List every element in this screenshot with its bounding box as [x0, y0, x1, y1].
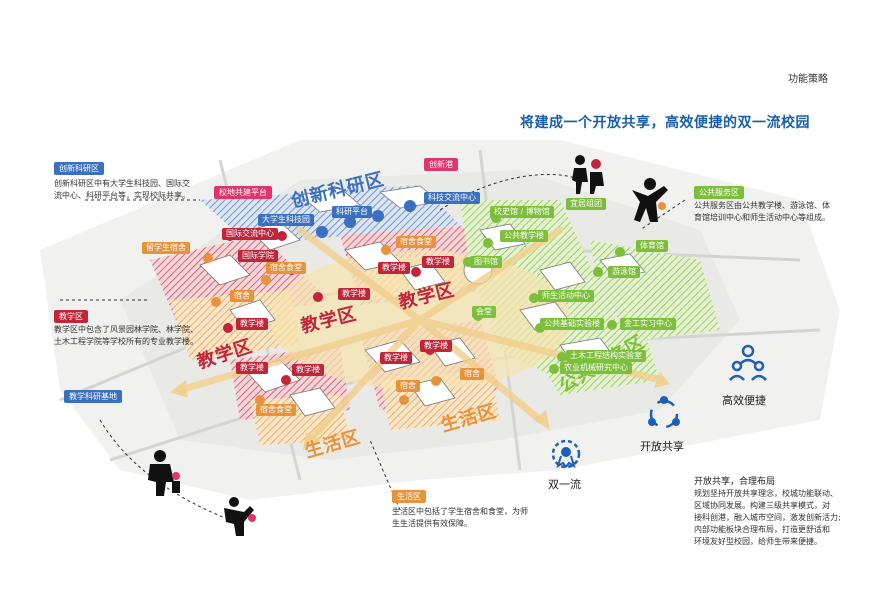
- building-label: 公共教学楼: [500, 230, 548, 242]
- people-icon: [572, 155, 604, 194]
- building-label: 国际交流中心: [222, 228, 278, 240]
- living-tag: 生活区: [392, 490, 426, 503]
- building-label: 校史馆 / 博物馆: [490, 206, 554, 218]
- building-label: 宜居组团: [566, 198, 606, 210]
- strategy-desc-line: 规划坚持开放共享理念，校城功能联动、: [694, 489, 838, 498]
- public-tag: 公共服务区: [694, 186, 744, 199]
- building-label: 教学楼: [378, 262, 410, 274]
- award-medal-icon: [551, 439, 581, 469]
- building-label: 师生活动中心: [538, 290, 594, 302]
- building-label: 农业机械研究中心: [560, 362, 632, 374]
- building-label: 国际学院: [238, 250, 278, 262]
- platform-tag: 校地共建平台: [214, 186, 272, 199]
- strategy-desc: 规划坚持开放共享理念，校城功能联动、 区域协同发展。构建三级共享模式，对 接科创…: [694, 488, 841, 548]
- innovation-tag: 创新科研区: [54, 162, 104, 175]
- building-label: 宿舍食堂: [266, 262, 306, 274]
- strategy-desc-line: 接科创港，融入城市空间，激发创新活力;: [694, 513, 841, 522]
- teaching-desc: 教学区中包含了风景园林学院、林学院、 土木工程学院等学校所有的专业教学楼。: [54, 324, 198, 348]
- open-share-label: 开放共享: [640, 440, 684, 453]
- building-label: 公共基础实验楼: [540, 318, 604, 330]
- building-label: 教学楼: [422, 256, 454, 268]
- building-label: 宿舍: [460, 368, 484, 380]
- page-headline: 将建成一个开放共享，高效便捷的双一流校园: [520, 115, 810, 131]
- building-label: 宿舍食堂: [396, 236, 436, 248]
- building-label: 科研平台: [332, 206, 372, 218]
- public-desc: 公共服务区由公共教学楼、游泳馆、体 育馆培训中心和师生活动中心等组成。: [694, 200, 830, 224]
- gate-tag: 创新港: [424, 158, 458, 171]
- strategy-desc-line: 环境友好型校园，给师生带来便捷。: [694, 537, 822, 546]
- innovation-desc-line: 流中心、科研平台等，实现校际共享。: [54, 191, 190, 200]
- public-desc-line: 育馆培训中心和师生活动中心等组成。: [694, 213, 830, 222]
- building-label: 教学楼: [380, 352, 412, 364]
- teaching-base-tag: 教学科研基地: [64, 390, 122, 403]
- teaching-tag: 教学区: [54, 310, 88, 323]
- first-class-label: 双一流: [548, 478, 581, 491]
- strategy-desc-line: 内部功能板块合理布局，打造更舒适和: [694, 525, 830, 534]
- building-label: 图书馆: [470, 256, 502, 268]
- building-label: 宿舍: [396, 380, 420, 392]
- teaching-desc-line: 土木工程学院等学校所有的专业教学楼。: [54, 337, 198, 346]
- building-label: 教学楼: [236, 362, 268, 374]
- building-label: 教学楼: [338, 288, 370, 300]
- public-desc-line: 公共服务区由公共教学楼、游泳馆、体: [694, 201, 830, 210]
- group-people-icon: [729, 344, 767, 381]
- living-desc-line: 生活区中包括了学生宿舍和食堂，为师: [392, 507, 528, 516]
- share-cycle-icon: [648, 396, 680, 429]
- strategy-title: 开放共享，合理布局: [694, 477, 776, 487]
- building-label: 宿舍: [230, 290, 254, 302]
- building-label: 宿舍食堂: [256, 404, 296, 416]
- building-label: 教学楼: [236, 318, 268, 330]
- building-label: 科技交流中心: [424, 192, 480, 204]
- section-label: 功能策略: [788, 74, 828, 85]
- innovation-desc: 创新科研区中有大学生科技园、国际交 流中心、科研平台等，实现校际共享。: [54, 178, 190, 202]
- people-icon: [224, 497, 256, 536]
- building-label: 体育馆: [636, 240, 668, 252]
- building-label: 教学楼: [420, 340, 452, 352]
- building-label: 大学生科技园: [258, 214, 314, 226]
- building-label: 游泳馆: [608, 266, 640, 278]
- building-label: 教学楼: [292, 364, 324, 376]
- people-icon: [632, 178, 668, 222]
- building-label: 留学生宿舍: [142, 242, 190, 254]
- building-label: 会堂: [472, 306, 496, 318]
- building-label: 土木工程结构实验室: [566, 350, 646, 362]
- innovation-desc-line: 创新科研区中有大学生科技园、国际交: [54, 179, 190, 188]
- strategy-desc-line: 区域协同发展。构建三级共享模式，对: [694, 501, 830, 510]
- teaching-desc-line: 教学区中包含了风景园林学院、林学院、: [54, 325, 198, 334]
- living-desc-line: 生生活提供有效保障。: [392, 519, 472, 528]
- people-icon: [148, 450, 180, 496]
- efficient-label: 高效便捷: [722, 394, 766, 407]
- living-desc: 生活区中包括了学生宿舍和食堂，为师 生生活提供有效保障。: [392, 506, 528, 530]
- building-label: 金工实习中心: [620, 318, 676, 330]
